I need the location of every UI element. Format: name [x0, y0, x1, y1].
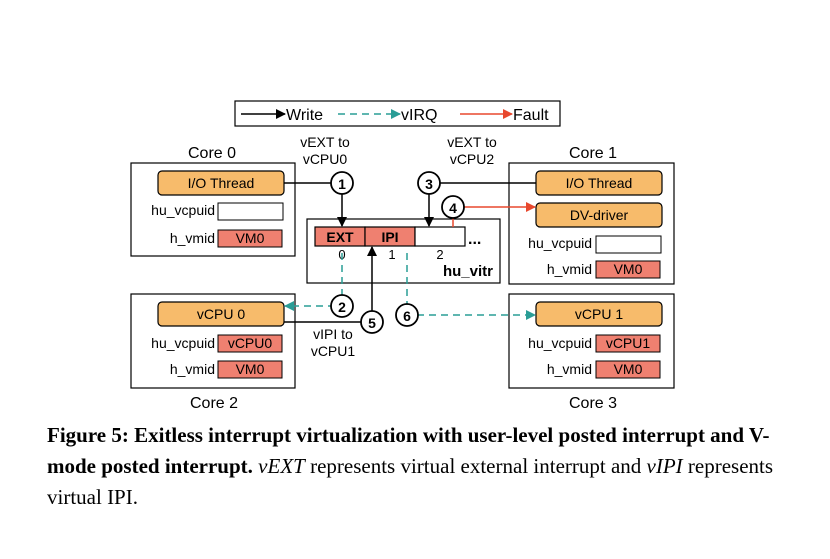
core-2-title: Core 2 [190, 395, 238, 412]
legend-fault-label: Fault [513, 107, 549, 124]
core-0-vcpuid-label: hu_vcpuid [151, 202, 215, 218]
svg-text:2: 2 [338, 299, 346, 315]
caption-text-2: represents virtual IPI. [47, 454, 774, 509]
core-3: vCPU 1 hu_vcpuid vCPU1 h_vmid VM0 Core 3 [508, 293, 675, 412]
vitr-cell-empty [414, 226, 466, 247]
core-1-vmid-label: h_vmid [547, 261, 592, 277]
vitr-index-1: 1 [388, 247, 395, 262]
core-1-vcpuid-field [595, 235, 662, 254]
core-3-vmid-label: h_vmid [547, 361, 592, 377]
caption-term-vext: vEXT [258, 454, 305, 478]
svg-text:3: 3 [425, 176, 433, 192]
vitr-ellipsis: ... [468, 231, 481, 248]
legend-virq-label: vIRQ [401, 107, 437, 124]
core-2-vcpuid-label: hu_vcpuid [151, 335, 215, 351]
core-1-vmid-value: VM0 [614, 261, 643, 277]
step-marker-5: 5 [360, 310, 384, 334]
core-1-vmid-field [595, 260, 661, 279]
core-2: vCPU 0 hu_vcpuid vCPU0 h_vmid VM0 Core 2 [130, 293, 296, 412]
core-3-title: Core 3 [569, 395, 617, 412]
core-3-vcpuid-value: vCPU1 [606, 335, 651, 351]
core-2-vmid-value: VM0 [236, 361, 265, 377]
core-3-vcpu-1 [535, 301, 663, 327]
core-0-vmid-value: VM0 [236, 230, 265, 246]
annotation-vext-vcpu2-1: vEXT to [447, 134, 497, 150]
annotation-vext-vcpu2-2: vCPU2 [450, 151, 495, 167]
svg-text:5: 5 [368, 315, 376, 331]
legend-write-label: Write [286, 107, 323, 124]
vitr-index-2: 2 [436, 247, 443, 262]
annotation-vext-vcpu0-1: vEXT to [300, 134, 350, 150]
vitr-cell-ext-label: EXT [326, 229, 354, 245]
core-2-vcpuid-field [217, 334, 283, 353]
core-2-vmid-label: h_vmid [170, 361, 215, 377]
svg-text:1: 1 [338, 176, 346, 192]
core-1-vcpuid-label: hu_vcpuid [528, 235, 592, 251]
vitr-cell-ipi-label: IPI [381, 229, 398, 245]
annotation-vipi-1: vIPI to [313, 326, 353, 342]
legend: Write vIRQ Fault [234, 100, 561, 127]
step-marker-2: 2 [330, 294, 354, 318]
core-0-io-thread-label: I/O Thread [188, 175, 255, 191]
core-0-title: Core 0 [188, 145, 236, 162]
core-0-vmid-label: h_vmid [170, 230, 215, 246]
interrupt-virtualization-diagram: Write vIRQ Fault Core 0 I/O Thread hu_vc… [130, 100, 675, 412]
svg-text:4: 4 [449, 200, 457, 216]
core-3-vcpuid-label: hu_vcpuid [528, 335, 592, 351]
annotation-vipi-2: vCPU1 [311, 343, 356, 359]
caption-text-1: represents virtual external interrupt an… [304, 454, 647, 478]
step-marker-3: 3 [417, 171, 441, 195]
svg-text:6: 6 [403, 308, 411, 324]
core-1-dv-driver-label: DV-driver [570, 207, 629, 223]
caption-term-vipi: vIPI [646, 454, 683, 478]
step-marker-6: 6 [395, 303, 419, 327]
hu-vitr-register: EXT IPI ... 0 1 2 hu_vitr [306, 218, 501, 284]
vitr-name: hu_vitr [443, 263, 493, 280]
core-3-vmid-value: VM0 [614, 361, 643, 377]
figure-caption: Figure 5: Exitless interrupt virtualizat… [47, 420, 787, 513]
core-0: Core 0 I/O Thread hu_vcpuid h_vmid VM0 [130, 145, 296, 257]
caption-title: Figure 5: Exitless interrupt virtualizat… [47, 423, 770, 478]
core-2-vmid-field [217, 360, 283, 379]
core-2-vcpuid-value: vCPU0 [228, 335, 273, 351]
core-3-vcpuid-field [595, 334, 661, 353]
core-0-vcpuid-field [217, 202, 284, 221]
core-1: Core 1 I/O Thread DV-driver hu_vcpuid h_… [508, 145, 675, 285]
core-2-vcpu-0-label: vCPU 0 [197, 306, 245, 322]
core-2-vcpu-0 [157, 301, 285, 327]
core-3-vcpu-1-label: vCPU 1 [575, 306, 623, 322]
core-1-dv-driver [535, 202, 663, 228]
core-3-vmid-field [595, 360, 661, 379]
core-1-io-thread-label: I/O Thread [566, 175, 633, 191]
step-marker-4: 4 [441, 195, 465, 219]
step-marker-1: 1 [330, 171, 354, 195]
annotation-vext-vcpu0-2: vCPU0 [303, 151, 348, 167]
core-0-vmid-field [217, 229, 283, 248]
core-1-title: Core 1 [569, 145, 617, 162]
